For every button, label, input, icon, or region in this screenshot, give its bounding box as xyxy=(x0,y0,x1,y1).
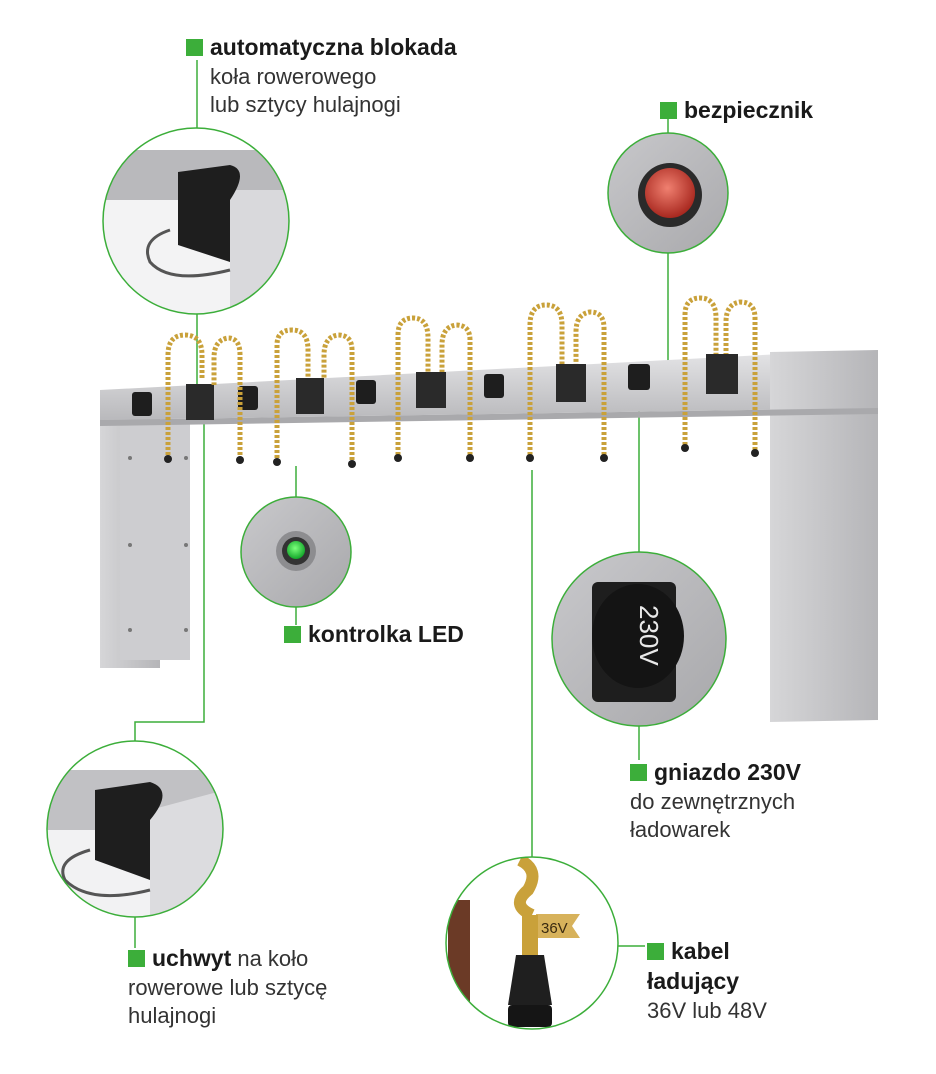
led-title: kontrolka LED xyxy=(308,621,464,647)
holder-title-rest: na koło xyxy=(231,946,309,971)
socket-icon: 230V xyxy=(551,551,727,727)
holder-title-bold: uchwyt xyxy=(152,945,232,971)
cable-title-1: kabel xyxy=(671,938,730,964)
holder-desc-2: hulajnogi xyxy=(128,1003,217,1029)
bullet-square xyxy=(630,764,647,781)
led-label: kontrolka LED xyxy=(284,620,464,650)
holder-desc-1: rowerowe lub sztycę xyxy=(128,974,328,1000)
coiled-cables xyxy=(165,295,758,460)
socket-voltage-text: 230V xyxy=(634,605,664,666)
charging-frame xyxy=(100,350,878,722)
cable-tag-text: 36V xyxy=(541,920,568,937)
leader-lines xyxy=(134,60,669,948)
cable-plug-icon: 36V xyxy=(445,856,619,1030)
bar-sockets xyxy=(132,364,650,416)
fuse-icon xyxy=(607,132,729,254)
socket-title: gniazdo 230V xyxy=(654,759,801,785)
led-icon xyxy=(240,496,352,608)
bullet-square xyxy=(647,943,664,960)
holder-label: uchwyt na koło rowerowe lub sztycę hulaj… xyxy=(128,944,327,1031)
cable-label: kabel ładujący 36V lub 48V xyxy=(647,937,767,1025)
socket-desc-1: do zewnętrznych xyxy=(630,788,796,814)
lock-desc-1: koła rowerowego xyxy=(210,63,377,89)
cable-desc: 36V lub 48V xyxy=(647,997,767,1023)
bullet-square xyxy=(186,39,203,56)
fuse-title: bezpiecznik xyxy=(684,97,814,123)
lock-desc-2: lub sztycy hulajnogi xyxy=(210,92,401,118)
lock-title: automatyczna blokada xyxy=(210,34,457,60)
fuse-label: bezpiecznik xyxy=(660,96,813,126)
bar-locks xyxy=(186,354,738,420)
lock-detail-icon xyxy=(102,127,290,315)
socket-label: gniazdo 230V do zewnętrznych ładowarek xyxy=(630,758,801,845)
holder-detail-icon xyxy=(46,740,224,918)
lock-label: automatyczna blokada koła rowerowego lub… xyxy=(186,33,457,120)
bullet-square xyxy=(660,102,677,119)
cable-plugs xyxy=(164,444,759,468)
bullet-square xyxy=(128,950,145,967)
cable-title-2: ładujący xyxy=(647,967,740,994)
socket-desc-2: ładowarek xyxy=(630,817,731,843)
bullet-square xyxy=(284,626,301,643)
